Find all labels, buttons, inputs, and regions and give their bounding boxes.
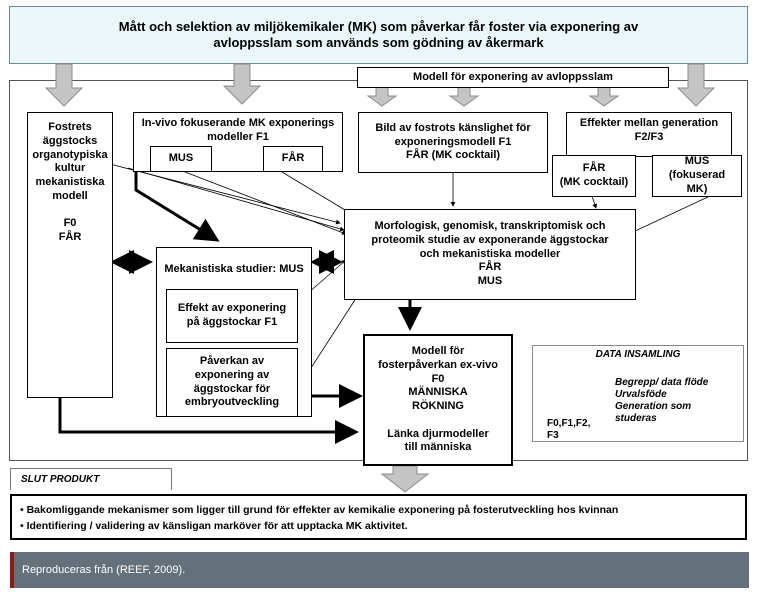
generation-effects-box: Effekter mellan generation F2/F3 (566, 112, 732, 157)
legend-generations: F0,F1,F2, F3 (547, 418, 591, 441)
legend-item-selection-flow: Urvalsföde (615, 389, 667, 400)
end-product-bullet: • Identifiering / validering av känsliga… (20, 520, 408, 533)
legend-title: DATA INSAMLING (595, 349, 681, 360)
fetal-ovary-culture-box: Fostrets äggstocks organotypiska kultur … (27, 112, 113, 398)
diagram-title: Mått och selektion av miljökemikaler (MK… (9, 6, 748, 64)
legend-item-concept-flow: Begrepp/ data flöde (615, 377, 709, 388)
exposure-effect-box: Effekt av exponering på äggstockar F1 (166, 289, 298, 343)
generation-mus-box: MUS (fokuserad MK) (652, 155, 742, 197)
end-product-bullet: • Bakomliggande mekanismer som ligger ti… (20, 504, 619, 516)
embryo-impact-box: Påverkan av exponering av äggstockar för… (166, 348, 298, 417)
in-vivo-far-box: FÅR (263, 146, 323, 172)
legend-item-studied: studeras (615, 413, 657, 424)
source-footer: Reproduceras från (REEF, 2009). (10, 552, 749, 588)
legend-box: DATA INSAMLING Begrepp/ data flöde Urval… (532, 345, 744, 442)
omics-study-box: Morfologisk, genomisk, transkriptomisk o… (344, 209, 636, 300)
ex-vivo-model-box: Modell för fosterpåverkan ex-vivo F0 MÄN… (363, 334, 513, 466)
in-vivo-mus-box: MUS (150, 146, 212, 172)
mechanistic-studies-title: Mekanistiska studier: MUS (164, 263, 304, 275)
end-product-box: • Bakomliggande mekanismer som ligger ti… (10, 494, 747, 540)
fetal-sensitivity-box: Bild av fostrots känslighet för exponeri… (358, 112, 548, 173)
in-vivo-models-box: In-vivo fokuserande MK exponerings model… (133, 112, 343, 172)
end-product-label: SLUT PRODUKT (10, 468, 172, 490)
grey-arrows (44, 63, 716, 493)
generation-far-box: FÅR (MK cocktail) (552, 155, 636, 197)
exposure-model-header: Modell för exponering av avloppsslam (357, 67, 669, 88)
legend-item-generation: Generation som (615, 401, 692, 412)
